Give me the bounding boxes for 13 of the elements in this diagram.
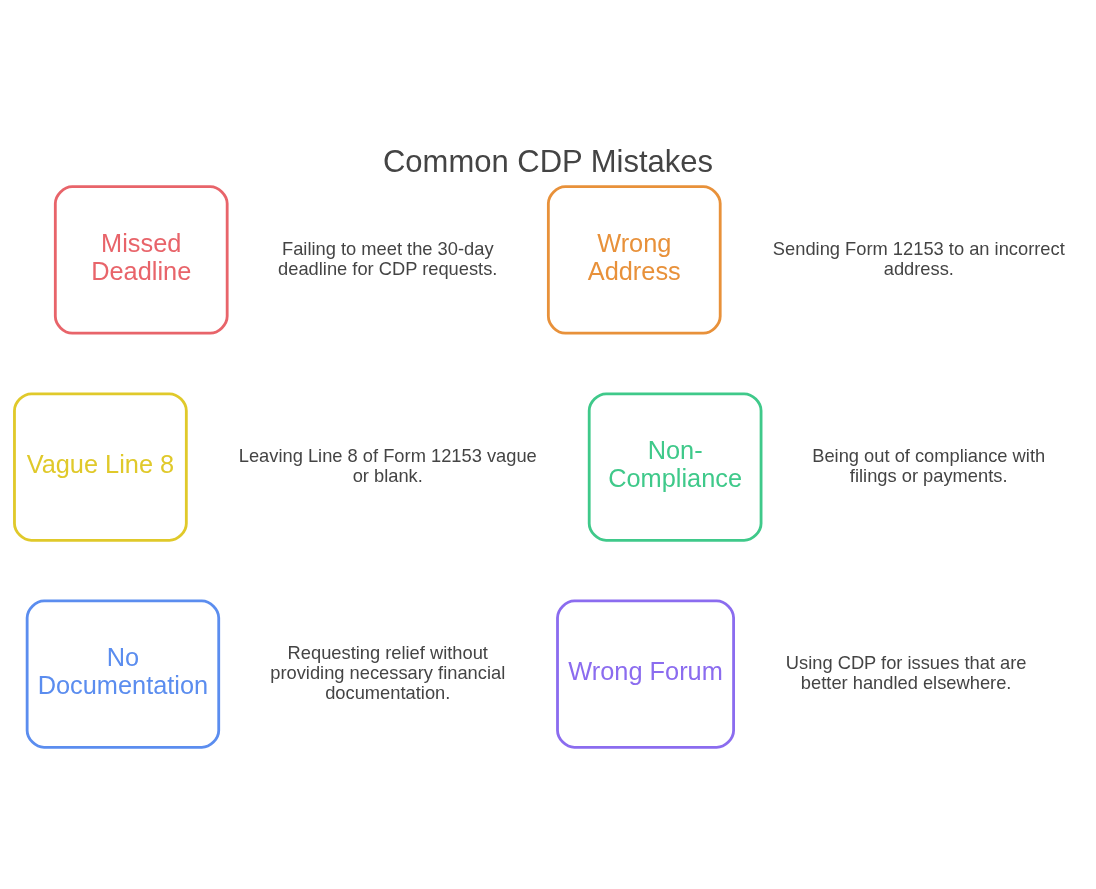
node-label: Failing to meet the 30-day deadline for CDP requests. — [278, 237, 498, 279]
node-label: Using CDP for issues that are better handled elsewhere. — [785, 652, 1027, 693]
node-box: No Documentation — [25, 599, 221, 749]
node-box: Non-Compliance — [587, 392, 763, 542]
node-label: Being out of compliance with filings or payments. — [812, 444, 1046, 486]
node-box: Missed Deadline — [53, 185, 229, 335]
diagram-title: Common CDP Mistakes — [382, 144, 714, 180]
node-label: Sending Form 12153 to an incorrect address. — [772, 237, 1065, 279]
node-box: Wrong Forum — [556, 599, 735, 749]
node-label: Requesting relief without providing necessary financial documentation. — [270, 642, 506, 703]
node-box: Vague Line 8 — [13, 392, 188, 542]
node-label: Leaving Line 8 of Form 12153 vague or blank. — [238, 444, 537, 486]
node-box: Wrong Address — [546, 185, 722, 335]
